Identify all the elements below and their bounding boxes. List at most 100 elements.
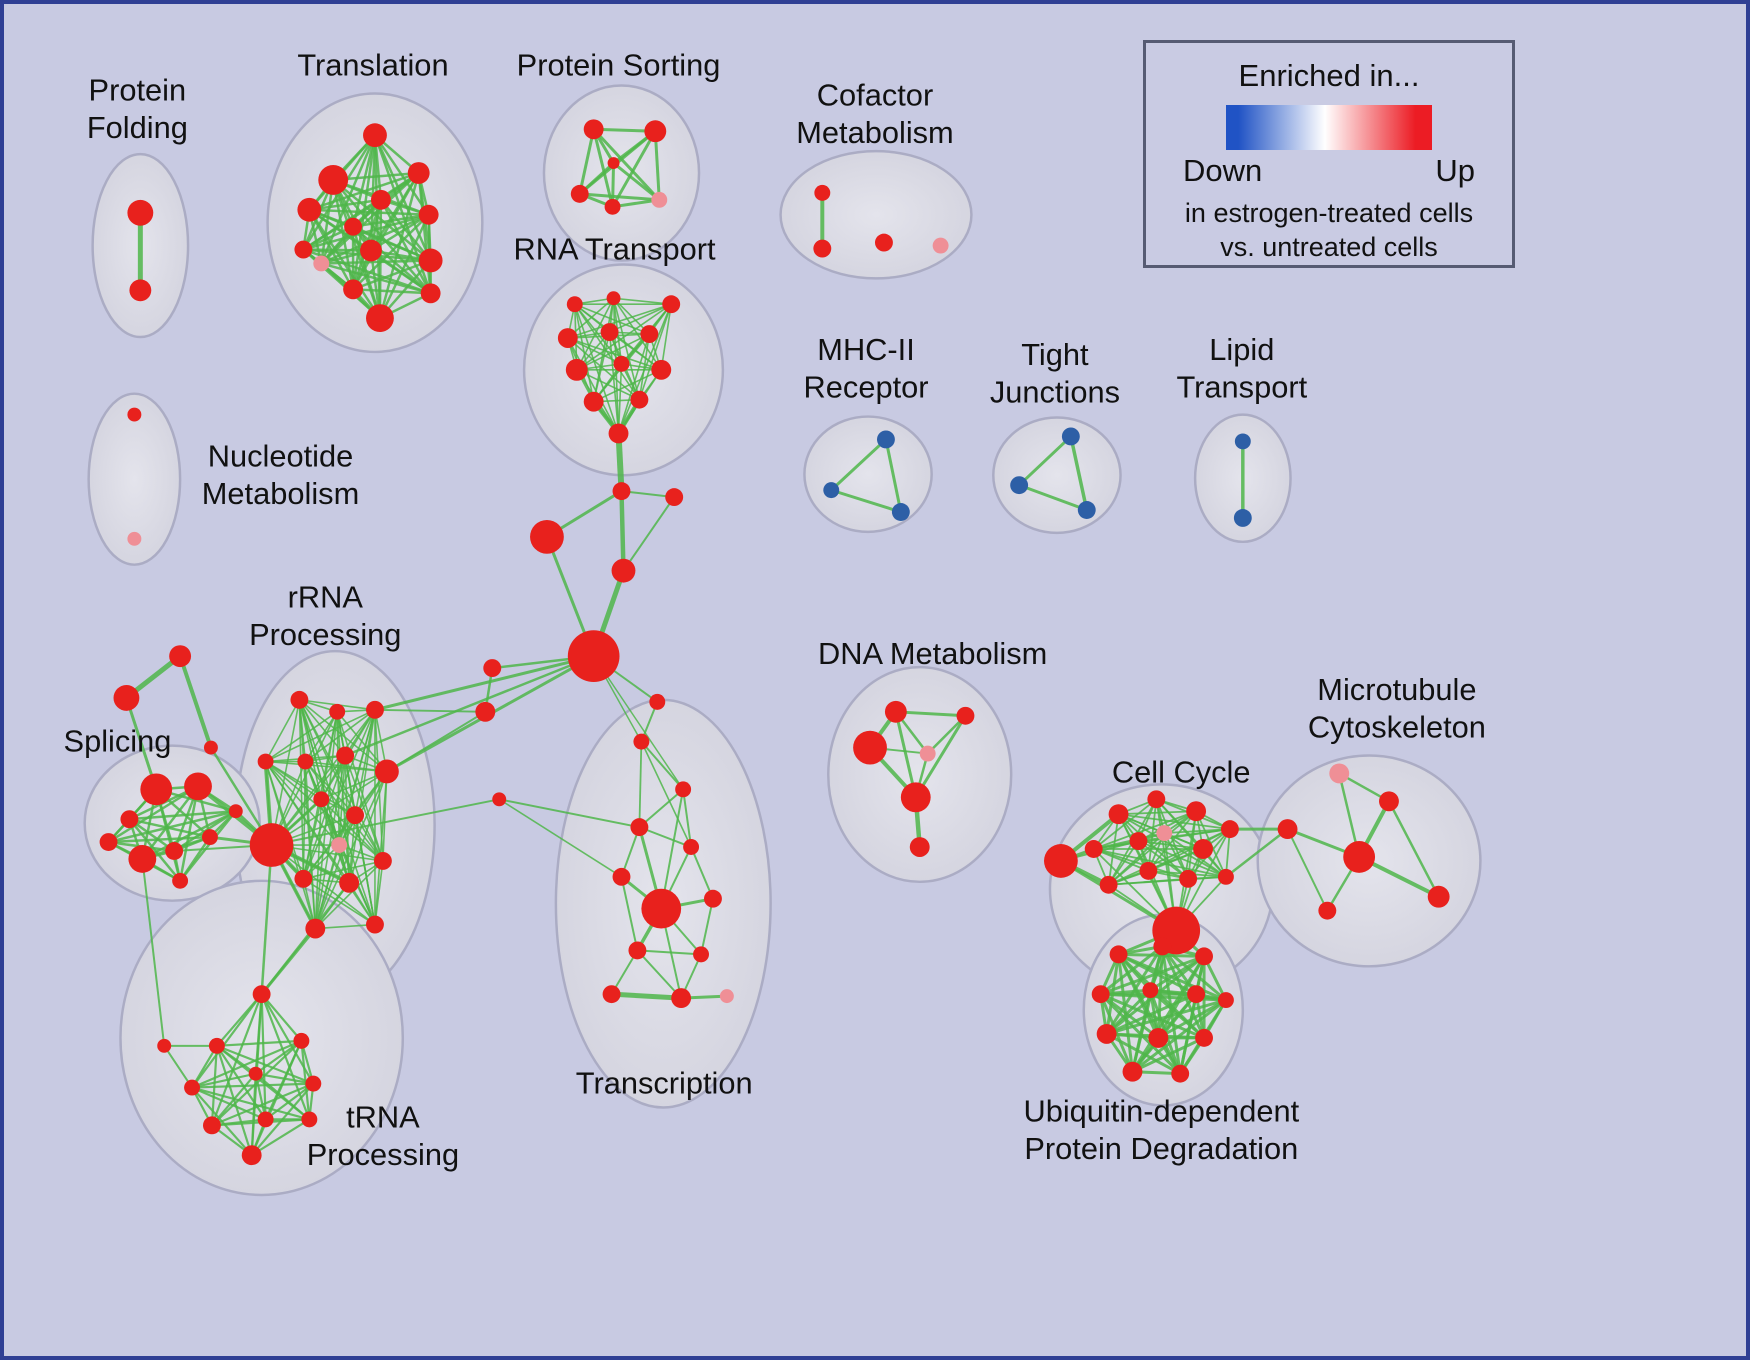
legend-caption-line2: vs. untreated cells [1220, 232, 1438, 262]
node-cc7 [1129, 832, 1148, 850]
edge-rt6-rt12 [617, 333, 651, 434]
node-rr16 [366, 915, 384, 934]
cluster-label-microtubule-cytoskeleton: Microtubule [1317, 672, 1476, 707]
node-sp9 [99, 833, 118, 851]
cluster-label-splicing: Splicing [64, 724, 172, 759]
node-mc3 [1277, 819, 1298, 840]
edge-ch8-tc5 [498, 798, 622, 878]
edge-tc3-tc4 [639, 826, 692, 848]
node-rr4 [257, 753, 274, 770]
edge-rr4-rr7 [265, 760, 387, 773]
node-rr12 [294, 869, 313, 888]
node-tr1 [252, 985, 271, 1004]
edge-rt2-rt4 [567, 297, 615, 339]
node-dm6 [909, 837, 930, 857]
node-pf2 [129, 279, 152, 302]
node-rr5 [297, 753, 314, 770]
edge-sp2-sp9 [107, 785, 199, 844]
edge-rt4-rt11 [567, 337, 640, 401]
node-sp8 [172, 872, 189, 889]
node-rr10 [346, 806, 365, 825]
edge-cc4-cc11 [1147, 810, 1197, 872]
edge-rt3-rt4 [567, 303, 672, 339]
edge-rt4-rt9 [567, 337, 662, 371]
edge-uq6-uq12 [1178, 993, 1198, 1074]
cluster-label-rrna-processing: Processing [249, 617, 401, 652]
legend: Enriched in... Down Up in estrogen-treat… [1143, 40, 1515, 268]
node-t11 [313, 255, 330, 272]
node-tc8 [628, 941, 647, 960]
cluster-label-nucleotide-metabolism: Nucleotide [208, 438, 354, 473]
node-t13 [366, 304, 394, 333]
cluster-trna-processing [119, 879, 405, 1197]
edge-rr4-rr11 [265, 760, 340, 846]
cluster-label-cofactor-metabolism: Metabolism [796, 115, 953, 150]
edge-tc4-tc7 [690, 846, 714, 900]
node-uq4 [1091, 985, 1110, 1004]
node-tr10 [241, 1145, 262, 1166]
edge-dm1-dm2 [895, 710, 966, 718]
edge-rt8-rt12 [617, 363, 623, 434]
node-rr2 [329, 703, 346, 720]
edge-ps1-ps4 [592, 128, 615, 208]
edge-x1-x3 [178, 655, 213, 749]
node-ps4 [604, 198, 621, 215]
cluster-label-ubiquitin-degradation: Ubiquitin-dependent [1023, 1093, 1299, 1128]
node-rt12 [608, 423, 629, 444]
node-cm4 [932, 237, 949, 254]
edge-uq3-uq11 [1131, 955, 1206, 1073]
edge-t7-t8 [303, 213, 429, 251]
edge-tj1-tj2 [1018, 435, 1072, 487]
edge-cc5-cc10 [1108, 828, 1231, 886]
edge-tr0-tr4 [163, 1045, 193, 1089]
edge-mc3-mc6 [1286, 828, 1329, 912]
cluster-label-protein-folding: Folding [87, 110, 188, 145]
edge-t7-t9 [370, 213, 430, 252]
edge-tr4-tr5 [191, 1072, 256, 1089]
cluster-tight-junctions [992, 416, 1122, 535]
node-ch1 [612, 482, 631, 501]
edge-ps1-ps3 [578, 128, 596, 195]
cluster-label-tight-junctions: Junctions [990, 375, 1120, 410]
edge-cc2-cc4 [1118, 810, 1197, 816]
cluster-label-translation: Translation [297, 48, 448, 83]
edge-rr3-rr8 [270, 709, 376, 846]
node-t2 [318, 165, 349, 195]
edge-rt3-rt9 [660, 304, 672, 370]
node-ps1 [583, 119, 604, 140]
edge-tj1-tj3 [1069, 436, 1089, 511]
edge-rt5-rt12 [608, 331, 620, 434]
node-rr7 [374, 759, 399, 784]
edge-sp4-tr0 [141, 858, 166, 1046]
edge-tc2-tc3 [638, 788, 684, 828]
node-uq2 [1153, 937, 1172, 956]
node-tc6 [641, 888, 682, 929]
cluster-label-protein-folding: Protein [89, 72, 187, 107]
edge-ps5-ps6 [612, 161, 661, 202]
edge-sp4-sp7 [141, 810, 237, 861]
edge-rr9-rr12 [302, 799, 323, 879]
node-t1 [363, 123, 387, 148]
edge-t12-t14 [353, 288, 431, 295]
node-sp5 [165, 842, 184, 860]
edge-cc13-mc3 [1225, 828, 1289, 878]
edge-tc5-tc8 [620, 876, 639, 951]
edge-rr15-rr16 [315, 923, 376, 930]
edge-t4-t5 [309, 198, 382, 212]
edge-cc4-cc10 [1108, 810, 1197, 886]
edge-dm2-dm5 [914, 715, 967, 799]
node-t6 [344, 217, 363, 236]
node-t7 [418, 204, 439, 225]
cluster-label-cell-cycle: Cell Cycle [1112, 754, 1251, 789]
edge-uq3-uq4 [1100, 954, 1205, 996]
node-uq9 [1148, 1027, 1169, 1048]
edge-t7-t11 [320, 213, 430, 265]
node-t10 [418, 248, 443, 273]
cluster-label-lipid-transport: Lipid [1209, 332, 1274, 367]
cluster-label-lipid-transport: Transport [1177, 370, 1308, 405]
node-ps6 [607, 157, 620, 170]
edge-tc1-tc4 [640, 741, 692, 848]
cluster-label-rna-transport: RNA Transport [514, 231, 716, 266]
edge-rr6-rr15 [314, 755, 346, 929]
node-dm4 [919, 745, 936, 762]
